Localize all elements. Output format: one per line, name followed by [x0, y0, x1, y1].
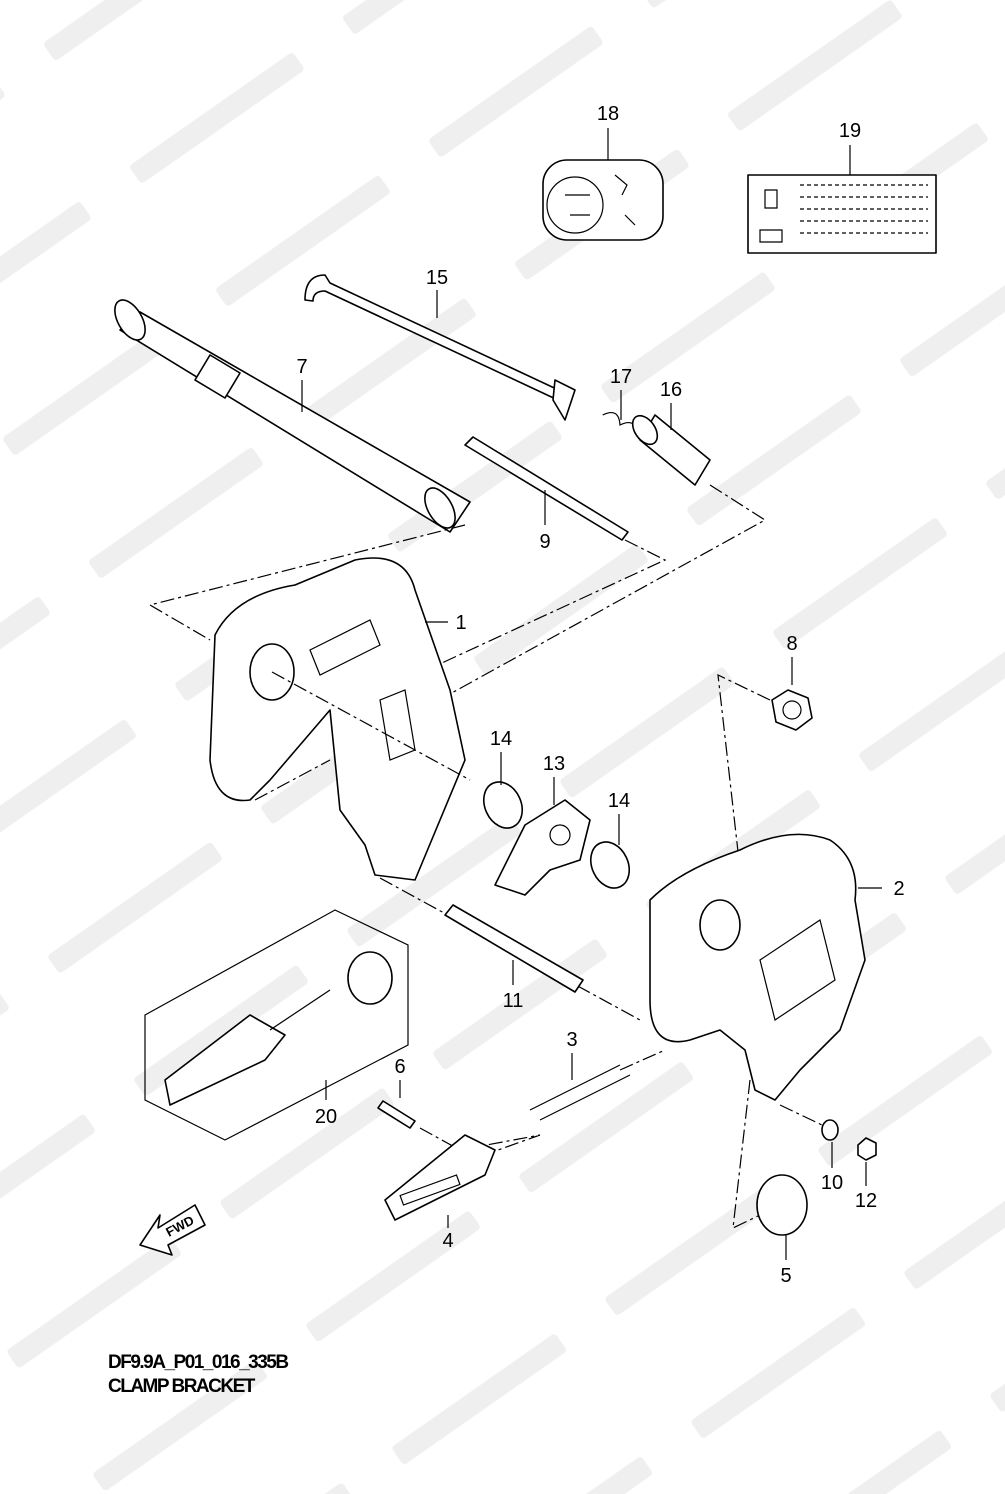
callout-2: 2 [893, 878, 904, 900]
callout-5: 5 [780, 1265, 791, 1287]
part-13-plate[interactable] [494, 777, 591, 896]
part-14-bushing-b[interactable] [379, 814, 641, 1021]
callout-17: 17 [610, 366, 632, 388]
part-1-clamp-bracket[interactable] [209, 557, 471, 881]
callout-14a: 14 [490, 728, 512, 750]
callout-13: 13 [543, 753, 565, 775]
part-7-tilt-tube[interactable] [109, 295, 471, 641]
part-16-bushing[interactable] [628, 403, 711, 486]
callout-18: 18 [597, 103, 619, 125]
callout-4: 4 [442, 1230, 453, 1252]
diagram-title: CLAMP BRACKET [108, 1376, 255, 1397]
callout-14b: 14 [608, 790, 630, 812]
callout-11: 11 [503, 990, 524, 1012]
callout-3: 3 [566, 1029, 577, 1051]
part-15-rod[interactable] [304, 274, 576, 421]
callout-15: 15 [426, 267, 448, 289]
part-19-label[interactable] [747, 145, 937, 254]
callout-10: 10 [821, 1172, 843, 1194]
part-12-nut[interactable] [857, 1137, 877, 1186]
part-5-cap[interactable] [756, 1174, 808, 1260]
callout-12: 12 [855, 1190, 877, 1212]
callout-19: 19 [839, 120, 861, 142]
part-18-decal[interactable] [542, 128, 664, 241]
diagram-code: DF9.9A_P01_016_335B [108, 1352, 289, 1373]
part-20-lever-assembly[interactable] [144, 909, 409, 1141]
callout-7: 7 [296, 356, 307, 378]
part-2-clamp-bracket[interactable] [649, 833, 882, 1101]
callout-6: 6 [394, 1056, 405, 1078]
part-9-bolt[interactable] [339, 436, 767, 711]
callout-1: 1 [455, 612, 466, 634]
part-10-washer[interactable] [732, 1079, 839, 1230]
part-3-spring[interactable] [529, 1049, 666, 1121]
callout-8: 8 [786, 633, 797, 655]
part-14-bushing-a[interactable] [477, 752, 530, 834]
callout-16: 16 [660, 379, 682, 401]
callout-20: 20 [315, 1106, 337, 1128]
part-4-lever[interactable] [384, 1134, 496, 1228]
callout-9: 9 [539, 531, 550, 553]
part-11-pin[interactable] [444, 904, 584, 993]
part-6-pin[interactable] [377, 1080, 541, 1161]
